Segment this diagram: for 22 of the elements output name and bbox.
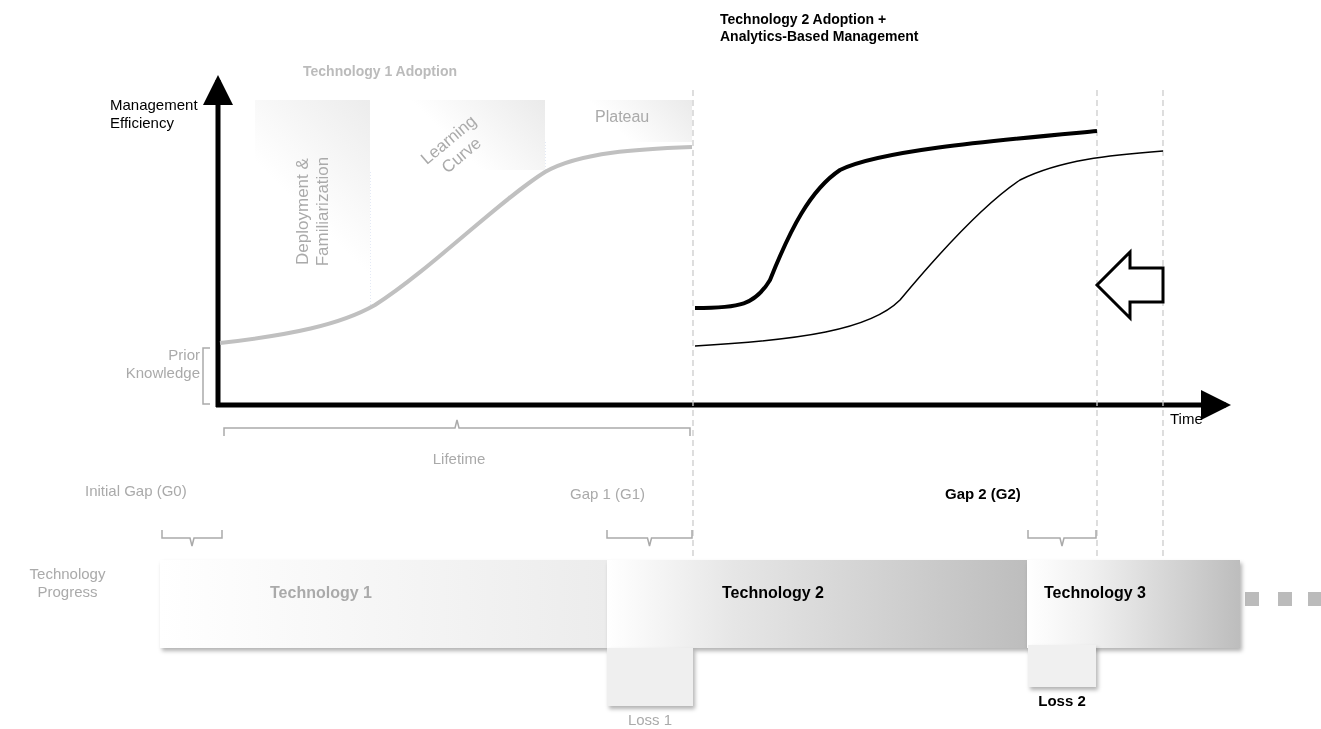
technology-bar [1027, 560, 1240, 648]
gap-label: Initial Gap (G0) [85, 482, 188, 500]
technology-bar [607, 560, 1027, 648]
row-label: Technology Progress [28, 565, 107, 601]
axis-note: Prior Knowledge [124, 346, 200, 382]
technology-bar [160, 560, 607, 648]
loss-label: Loss 1 [626, 711, 674, 729]
gap-label: Gap 2 (G2) [945, 485, 1022, 503]
section-heading: Technology 1 Adoption [302, 63, 458, 80]
phase-label: Deployment & Familiarization [292, 155, 333, 269]
loss-label: Loss 2 [1037, 692, 1087, 710]
bar-label: Technology 1 [270, 584, 373, 603]
bar-label: Technology 3 [1044, 584, 1147, 603]
axis-title: Time [1170, 410, 1204, 428]
section-heading: Technology 2 Adoption + Analytics-Based Management [720, 11, 920, 45]
span-label: Lifetime [431, 450, 487, 468]
phase-label: Plateau [595, 108, 651, 127]
gap-label: Gap 1 (G1) [570, 485, 647, 503]
bar-label: Technology 2 [722, 584, 825, 603]
phase-region [545, 100, 692, 142]
phase-region [370, 100, 545, 170]
axis-title: Management Efficiency [110, 96, 199, 132]
